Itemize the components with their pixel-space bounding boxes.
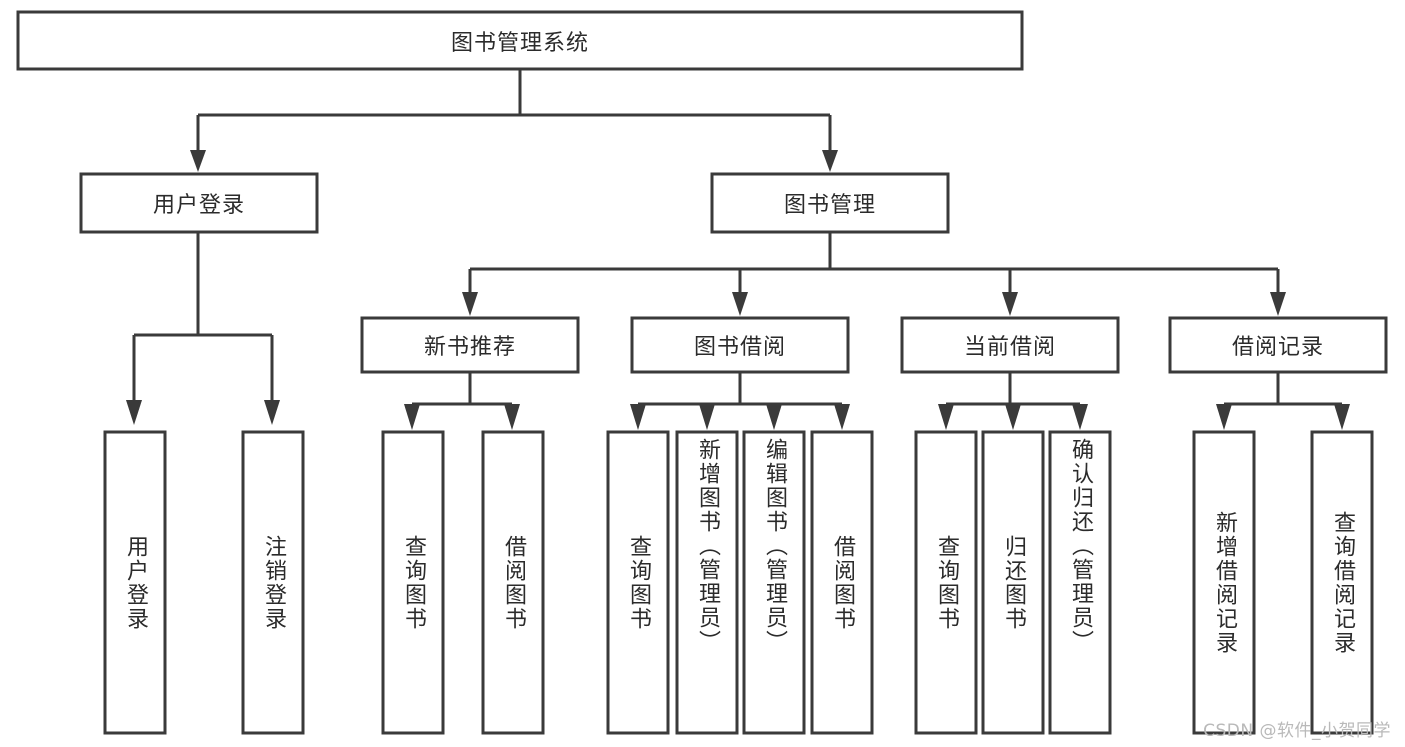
arrowhead-borrowrecord-leaf-1 [1216,404,1232,430]
node-leaf-query-record-box[interactable] [1310,430,1374,735]
node-leaf-borrow-book-2-box[interactable] [810,430,874,735]
arrowhead-root-to-book-manage [822,150,838,172]
node-user-login-box[interactable] [79,172,319,234]
node-leaf-return-book-box[interactable] [981,430,1045,735]
arrowhead-newbook-leaf-1 [404,404,420,430]
node-book-borrow-box[interactable] [630,316,850,374]
node-book-manage-box[interactable] [710,172,950,234]
arrowhead-currentborrow-leaf-3 [1072,404,1088,430]
arrowhead-newbook-leaf-2 [504,404,520,430]
watermark-text: CSDN @软件_小贺同学 [1203,721,1391,741]
node-leaf-confirm-return-box[interactable] [1048,430,1112,735]
arrowhead-userlogin-leaf-1 [126,400,142,425]
arrowhead-bookmanage-l2-2 [732,292,748,316]
arrowhead-bookmanage-l2-1 [462,292,478,316]
arrowhead-borrowrecord-leaf-2 [1334,404,1350,430]
arrowhead-bookborrow-leaf-2 [699,404,715,430]
arrowhead-bookborrow-leaf-1 [630,404,646,430]
node-leaf-borrow-book-1-box[interactable] [481,430,545,735]
node-leaf-add-record-box[interactable] [1192,430,1256,735]
node-leaf-user-logout-box[interactable] [241,430,305,735]
arrowhead-currentborrow-leaf-2 [1005,404,1021,430]
node-leaf-add-book-box[interactable] [675,430,739,735]
node-leaf-query-book-2-box[interactable] [606,430,670,735]
node-leaf-query-book-3-box[interactable] [914,430,978,735]
node-leaf-user-login-box[interactable] [103,430,167,735]
arrowhead-bookborrow-leaf-3 [766,404,782,430]
arrowhead-bookmanage-l2-4 [1270,292,1286,316]
arrowhead-currentborrow-leaf-1 [938,404,954,430]
node-borrow-record-box[interactable] [1168,316,1388,374]
arrowhead-bookborrow-leaf-4 [834,404,850,430]
node-current-borrow-box[interactable] [900,316,1120,374]
arrowhead-root-to-user-login [190,150,206,172]
arrowhead-userlogin-leaf-2 [264,400,280,425]
arrowhead-bookmanage-l2-3 [1002,292,1018,316]
node-new-book-rec-box[interactable] [360,316,580,374]
node-leaf-edit-book-box[interactable] [742,430,806,735]
node-root-box[interactable] [16,10,1024,71]
node-leaf-query-book-1-box[interactable] [381,430,445,735]
